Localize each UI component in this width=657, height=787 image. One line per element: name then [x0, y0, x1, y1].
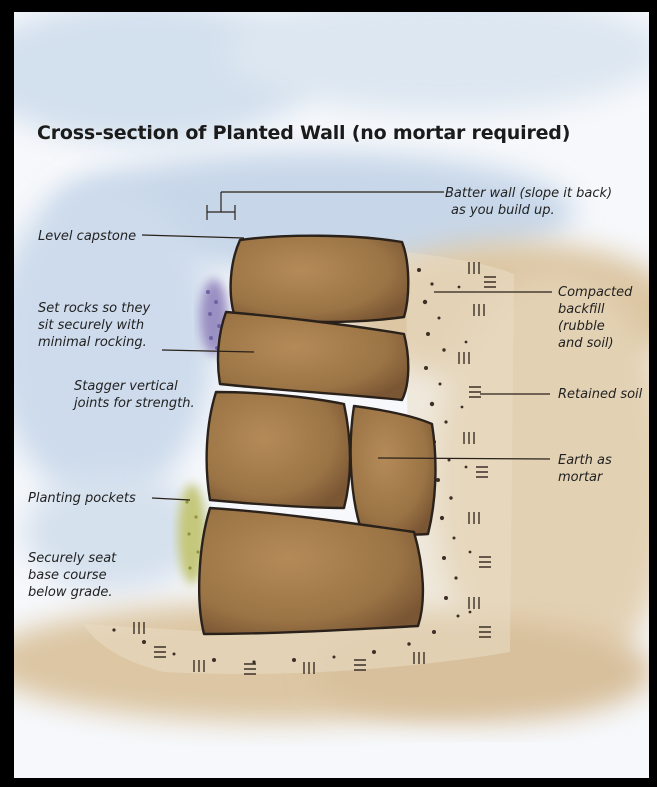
compacted-backfill-line-4: and soil) — [558, 335, 632, 352]
set-rocks-label: Set rocks so they sit securely with mini… — [38, 300, 150, 351]
stone-course-3-left — [207, 392, 350, 508]
secure-base-label: Securely seat base course below grade. — [28, 550, 116, 601]
earth-as-mortar-line-1: Earth as — [558, 452, 612, 469]
diagram-title: Cross-section of Planted Wall (no mortar… — [37, 122, 570, 144]
compacted-backfill-line-3: (rubble — [558, 318, 632, 335]
planting-pockets-label: Planting pockets — [28, 490, 136, 507]
set-rocks-line-1: Set rocks so they — [38, 300, 150, 317]
stagger-joints-line-2: joints for strength. — [74, 395, 195, 412]
stone-wall — [199, 236, 435, 634]
planting-pockets-line-1: Planting pockets — [28, 490, 136, 507]
stagger-joints-line-1: Stagger vertical — [74, 378, 195, 395]
batter-wall-label: Batter wall (slope it back) as you build… — [445, 185, 612, 219]
compacted-backfill-line-1: Compacted — [558, 284, 632, 301]
secure-base-line-1: Securely seat — [28, 550, 116, 567]
earth-as-mortar-line-2: mortar — [558, 469, 612, 486]
retained-soil-line-1: Retained soil — [558, 386, 642, 403]
stone-course-3-right — [351, 406, 436, 535]
stagger-joints-label: Stagger vertical joints for strength. — [74, 378, 195, 412]
retained-soil-label: Retained soil — [558, 386, 642, 403]
level-capstone-label: Level capstone — [38, 228, 136, 245]
batter-wall-line-2: as you build up. — [445, 202, 612, 219]
secure-base-line-3: below grade. — [28, 584, 116, 601]
batter-wall-line-1: Batter wall (slope it back) — [445, 185, 612, 202]
secure-base-line-2: base course — [28, 567, 116, 584]
set-rocks-line-3: minimal rocking. — [38, 334, 150, 351]
compacted-backfill-line-2: backfill — [558, 301, 632, 318]
compacted-backfill-label: Compacted backfill (rubble and soil) — [558, 284, 632, 352]
set-rocks-line-2: sit securely with — [38, 317, 150, 334]
capstone — [231, 236, 409, 322]
illustration-panel: Cross-section of Planted Wall (no mortar… — [14, 12, 649, 778]
earth-as-mortar-label: Earth as mortar — [558, 452, 612, 486]
level-capstone-line-1: Level capstone — [38, 228, 136, 245]
